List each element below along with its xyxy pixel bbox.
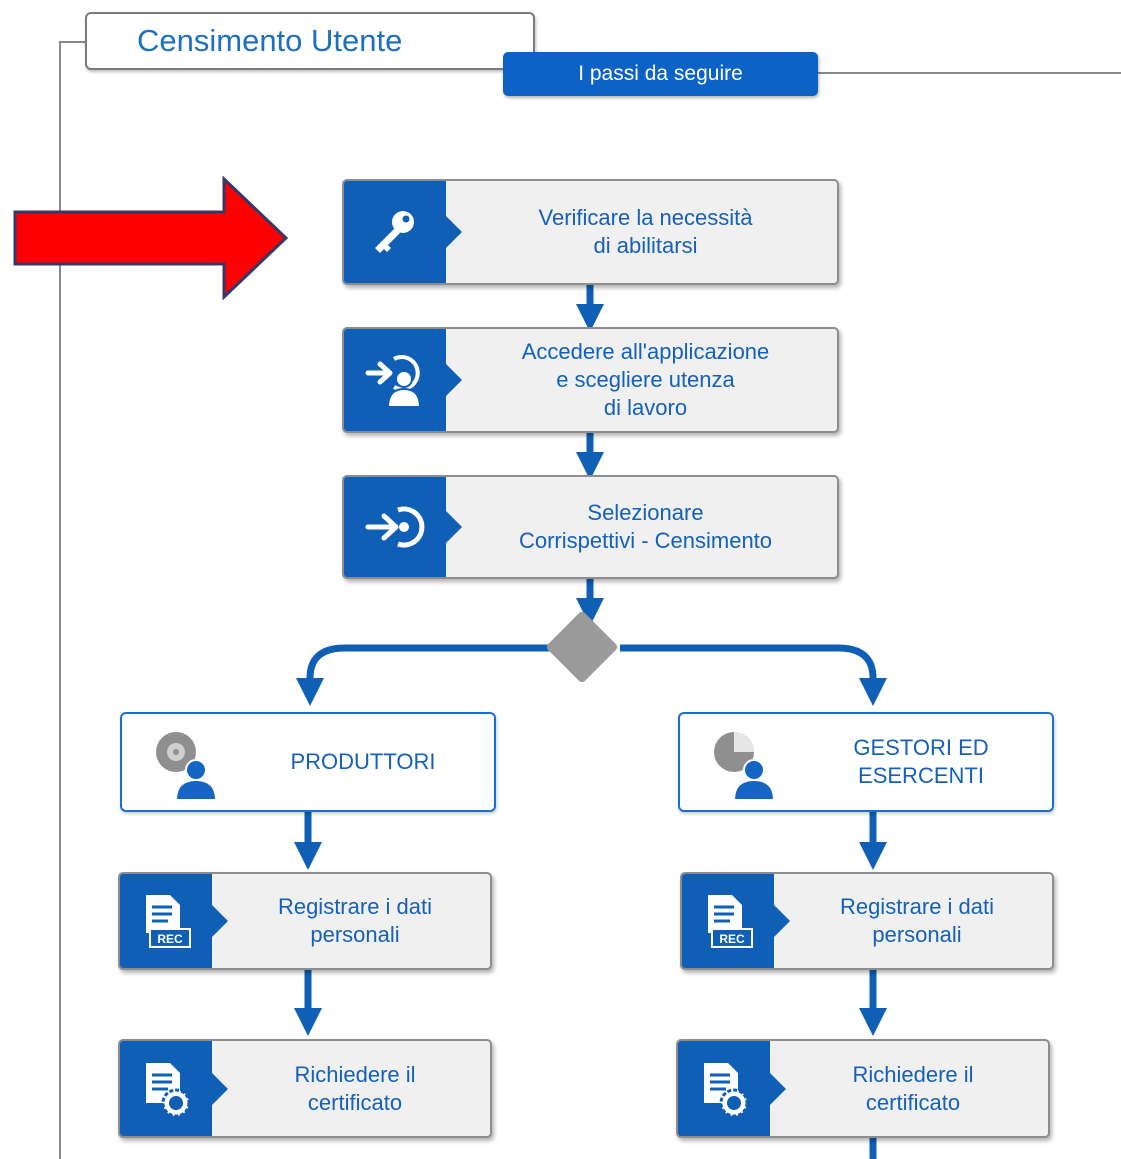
role-gestori[interactable]: GESTORI ED ESERCENTI [678,712,1054,812]
rec-icon-text: REC [719,932,745,946]
step-select-label: Selezionare Corrispettivi - Censimento [518,500,773,553]
step-produttori-register[interactable]: REC Registrare i dati personali [118,872,492,970]
produttori-certificate-label: Richiedere il certificato [294,1061,416,1115]
page-title: Censimento Utente [85,12,535,70]
manager-user-icon [714,732,776,801]
gestori-register-label: Registrare i dati personali [839,894,995,947]
step-access-label: Accedere all'applicazione e scegliere ut… [521,339,770,420]
producer-user-icon [156,732,218,801]
arrow-branch-right [620,644,887,706]
rec-document-icon: REC [682,874,790,968]
rec-icon-text: REC [157,932,183,946]
subtitle-tab: I passi da seguire [503,52,818,96]
frame-line-left [59,41,85,1159]
red-highlight-arrow [13,176,289,300]
produttori-register-label: Registrare i dati personali [277,894,433,947]
rec-document-icon: REC [120,874,228,968]
step-select[interactable]: Selezionare Corrispettivi - Censimento [342,475,839,579]
key-icon [344,181,462,283]
step-gestori-register[interactable]: REC Registrare i dati personali [680,872,1054,970]
certificate-document-icon [120,1041,228,1136]
step-verify[interactable]: Verificare la necessità di abilitarsi [342,179,839,285]
role-produttori[interactable]: PRODUTTORI [120,712,496,812]
step-verify-label: Verificare la necessità di abilitarsi [538,205,753,258]
gestori-certificate-label: Richiedere il certificato [852,1061,974,1115]
role-produttori-label: PRODUTTORI [290,749,436,774]
login-arrow-icon [344,477,462,577]
step-gestori-certificate[interactable]: Richiedere il certificato [676,1039,1050,1138]
role-gestori-label: GESTORI ED ESERCENTI [853,735,989,788]
step-access[interactable]: Accedere all'applicazione e scegliere ut… [342,327,839,433]
user-login-icon [344,329,462,431]
step-produttori-certificate[interactable]: Richiedere il certificato [118,1039,492,1138]
arrow-branch-left [296,644,556,706]
certificate-document-icon [678,1041,786,1136]
